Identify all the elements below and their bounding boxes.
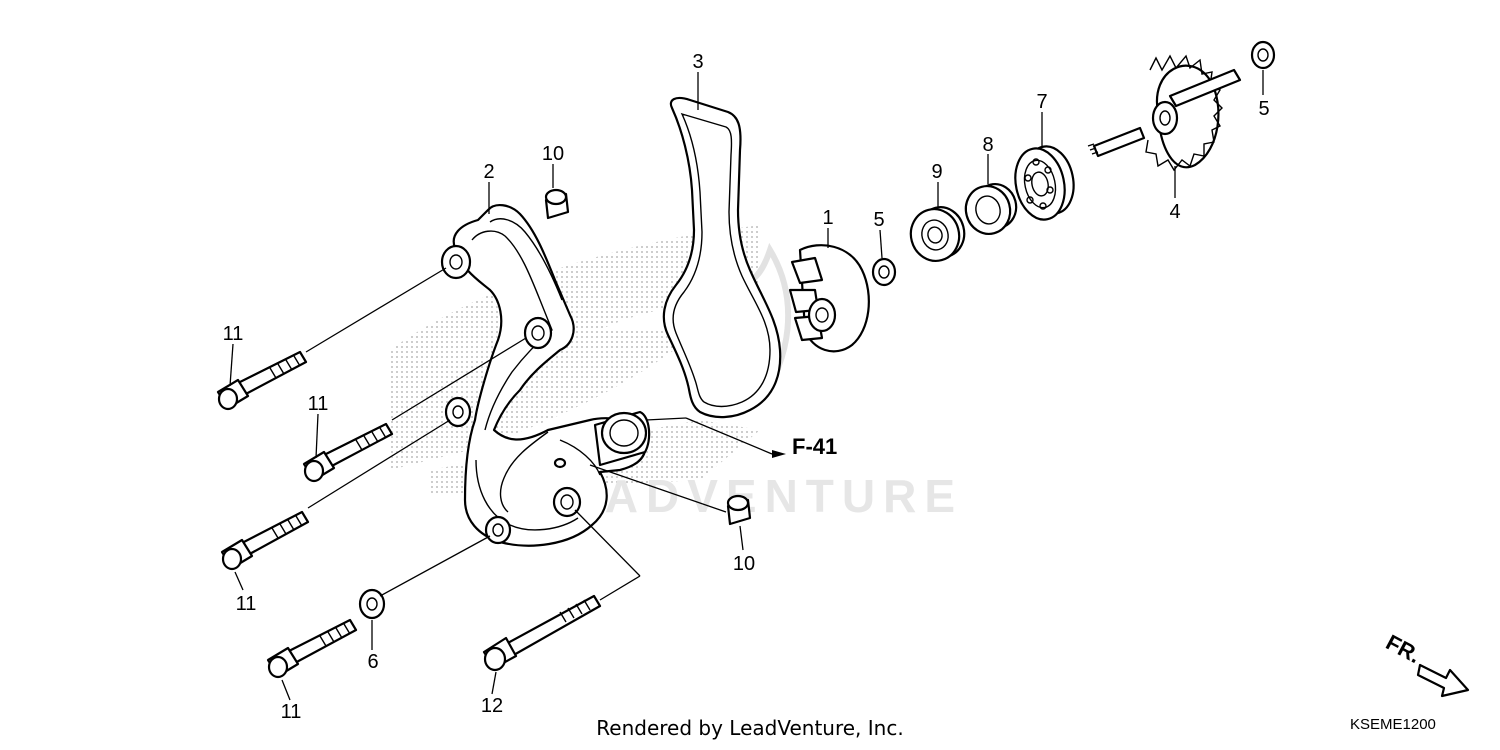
part-3-gasket[interactable] xyxy=(662,96,782,419)
callout-11d: 11 xyxy=(281,701,302,723)
part-10-dowel-pin-a[interactable] xyxy=(544,188,570,220)
part-11-bolt-b[interactable] xyxy=(302,422,394,483)
callout-2: 2 xyxy=(483,161,494,183)
callout-6: 6 xyxy=(367,651,378,673)
part-5-washer-a[interactable] xyxy=(871,257,897,287)
footer-credit: Rendered by LeadVenture, Inc. xyxy=(596,716,904,740)
callout-5a: 5 xyxy=(873,209,884,231)
callout-4: 4 xyxy=(1169,201,1180,223)
callout-11a: 11 xyxy=(223,323,244,345)
callout-labels: 3 2 1 5 9 8 7 4 5 10 10 6 11 11 11 11 12… xyxy=(223,51,1270,723)
callout-7: 7 xyxy=(1036,91,1047,113)
callout-5b: 5 xyxy=(1258,98,1269,120)
part-1-impeller[interactable] xyxy=(788,244,870,353)
part-11-bolt-d[interactable] xyxy=(266,618,358,679)
diagram-code: KSEME1200 xyxy=(1350,716,1436,733)
part-11-bolt-a[interactable] xyxy=(216,350,308,411)
part-4-pump-shaft-gear[interactable] xyxy=(1087,54,1242,172)
callout-3: 3 xyxy=(692,51,703,73)
part-6-washer[interactable] xyxy=(358,588,386,620)
reference-f41[interactable]: F-41 xyxy=(792,434,837,459)
part-2-pump-cover[interactable] xyxy=(440,204,651,547)
callout-12: 12 xyxy=(481,695,503,717)
part-12-bolt[interactable] xyxy=(482,594,602,672)
leader-lines xyxy=(229,70,1264,701)
callout-8: 8 xyxy=(982,134,993,156)
part-10-dowel-pin-b[interactable] xyxy=(726,494,752,526)
part-7-bearing[interactable] xyxy=(1009,142,1080,224)
part-5-washer-b[interactable] xyxy=(1250,40,1276,70)
callout-11b: 11 xyxy=(308,393,329,415)
callout-10a: 10 xyxy=(542,143,564,165)
part-8-seal[interactable] xyxy=(961,180,1021,239)
callout-10b: 10 xyxy=(733,553,755,575)
callout-9: 9 xyxy=(931,161,942,183)
callout-1: 1 xyxy=(822,207,833,229)
front-marker-label: FR. xyxy=(1382,629,1425,668)
callout-11c: 11 xyxy=(236,593,257,615)
part-9-oil-seal[interactable] xyxy=(905,202,970,266)
front-direction-arrow: FR. xyxy=(1382,629,1470,698)
part-11-bolt-c[interactable] xyxy=(220,510,310,571)
